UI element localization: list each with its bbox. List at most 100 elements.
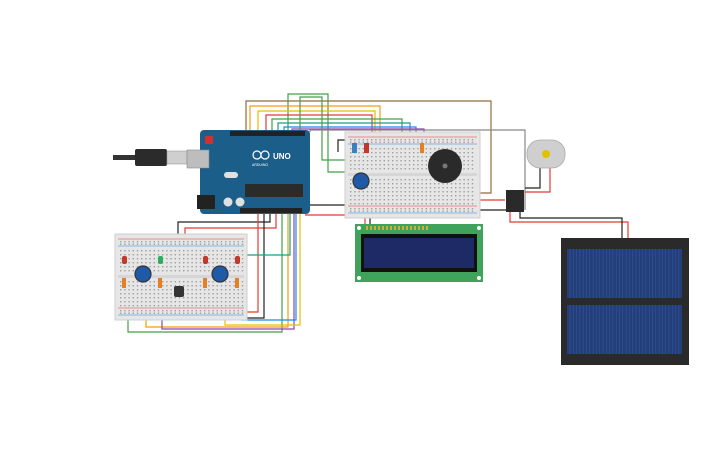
breadboard-hole: [408, 183, 411, 185]
breadboard-hole: [425, 168, 427, 170]
breadboard-hole: [195, 281, 197, 283]
breadboard-hole: [204, 266, 206, 268]
breadboard-hole: [145, 258, 147, 260]
arduino-uno[interactable]: ARDUINO UNO: [186, 130, 310, 214]
breadboard-hole: [191, 301, 193, 303]
breadboard-hole: [208, 262, 210, 264]
breadboard-hole: [208, 254, 210, 256]
breadboard-hole: [463, 152, 465, 154]
breadboard-hole: [162, 281, 164, 283]
breadboard-hole: [212, 305, 214, 307]
breadboard-hole: [434, 139, 436, 141]
solar-panel[interactable]: [561, 238, 689, 365]
breadboard-hole: [366, 160, 369, 162]
arduino-header-bottom: [240, 208, 302, 213]
breadboard-hole: [162, 266, 164, 268]
breadboard-hole: [225, 289, 227, 291]
breadboard-hole: [216, 254, 218, 256]
breadboard-hole: [233, 310, 235, 312]
lcd-pin: [394, 226, 396, 230]
breadboard-hole: [375, 199, 377, 201]
breadboard-hole: [366, 139, 369, 141]
breadboard-hole: [204, 301, 206, 303]
lcd-pin: [366, 226, 368, 230]
breadboard-hole: [362, 208, 364, 210]
breadboard-hole: [216, 241, 218, 243]
breadboard-hole: [417, 179, 419, 181]
breadboard-hole: [463, 141, 465, 143]
breadboard-hole: [220, 285, 223, 287]
lower-potentiometer-2[interactable]: [211, 265, 229, 283]
lower-sensor[interactable]: [174, 286, 184, 297]
breadboard-hole: [216, 243, 218, 245]
breadboard-hole: [442, 148, 444, 150]
breadboard-hole: [371, 164, 373, 166]
breadboard-hole: [383, 208, 385, 210]
breadboard-hole: [149, 297, 151, 299]
breadboard-hole: [204, 305, 206, 307]
dc-motor[interactable]: [526, 139, 566, 169]
breadboard-hole: [362, 203, 364, 205]
solar-grid-lines: [569, 249, 680, 354]
breadboard-hole: [362, 139, 364, 141]
breadboard-hole: [166, 297, 168, 299]
breadboard-hole: [191, 310, 193, 312]
piezo-buzzer[interactable]: [428, 149, 462, 183]
breadboard-hole: [174, 270, 176, 272]
breadboard-hole: [237, 289, 239, 291]
breadboard-hole: [400, 183, 402, 185]
breadboard-hole: [400, 187, 402, 189]
breadboard-hole: [178, 297, 181, 299]
breadboard-hole: [471, 191, 474, 193]
breadboard-hole: [375, 160, 377, 162]
breadboard-hole: [183, 285, 185, 287]
breadboard-hole: [446, 139, 448, 141]
breadboard-hole: [136, 258, 139, 260]
breadboard-hole: [413, 152, 415, 154]
breadboard-hole: [404, 164, 406, 166]
breadboard-hole: [400, 160, 402, 162]
breadboard-hole: [350, 168, 352, 170]
breadboard-hole: [141, 241, 143, 243]
breadboard-hole: [149, 243, 151, 245]
breadboard-hole: [216, 258, 218, 260]
breadboard-hole: [237, 310, 239, 312]
breadboard-hole: [204, 241, 206, 243]
breadboard-hole: [425, 152, 427, 154]
breadboard-hole: [467, 203, 469, 205]
breadboard-hole: [132, 254, 134, 256]
breadboard-hole: [421, 203, 423, 205]
main-potentiometer[interactable]: [352, 172, 370, 190]
lower-potentiometer-1[interactable]: [134, 265, 152, 283]
breadboard-hole: [124, 266, 126, 268]
breadboard-hole: [225, 281, 227, 283]
breadboard-hole: [446, 195, 448, 197]
breadboard-hole: [241, 285, 244, 287]
breadboard-hole: [396, 141, 398, 143]
main-resistor-blue: [352, 143, 357, 153]
breadboard-hole: [471, 208, 474, 210]
breadboard-hole: [229, 310, 231, 312]
breadboard-hole: [174, 266, 176, 268]
breadboard-hole: [463, 191, 465, 193]
breadboard-hole: [429, 187, 432, 189]
breadboard-hole: [141, 293, 143, 295]
breadboard-hole: [471, 156, 474, 158]
breadboard-hole: [233, 250, 235, 252]
main-breadboard-channel: [348, 173, 477, 176]
breadboard-hole: [450, 203, 453, 205]
lcd-16x2[interactable]: [355, 224, 483, 282]
breadboard-hole: [371, 156, 373, 158]
breadboard-hole: [204, 254, 206, 256]
breadboard-hole: [166, 312, 168, 314]
relay[interactable]: [506, 190, 524, 212]
breadboard-hole: [183, 312, 185, 314]
breadboard-hole: [446, 187, 448, 189]
breadboard-hole: [229, 266, 231, 268]
breadboard-hole: [379, 148, 381, 150]
breadboard-hole: [350, 156, 352, 158]
breadboard-hole: [183, 241, 185, 243]
breadboard-hole: [404, 160, 406, 162]
breadboard-hole: [166, 281, 168, 283]
breadboard-hole: [241, 281, 244, 283]
